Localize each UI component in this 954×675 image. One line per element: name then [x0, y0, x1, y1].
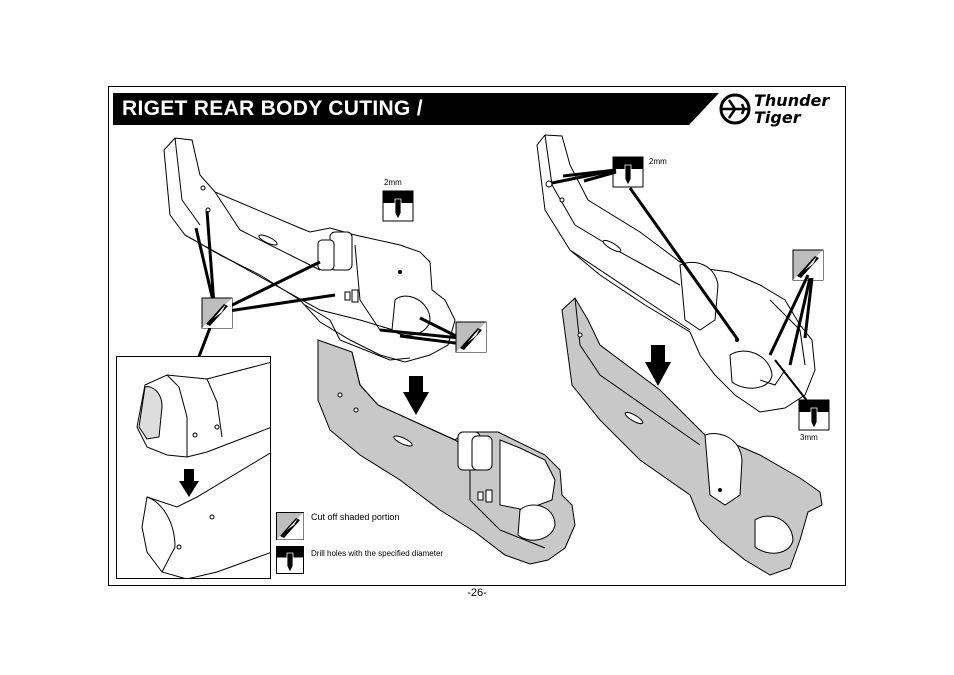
drill-pointer-line-bottom-right — [774, 359, 809, 403]
legend-cut: Cut off shaded portion — [276, 512, 576, 542]
detail-inset — [116, 356, 271, 579]
drill-size-label: 2mm — [649, 157, 667, 166]
legend-drill-label: Drill holes with the specified diameter — [311, 549, 444, 558]
cut-knife-icon — [201, 297, 233, 329]
title-bar-background — [113, 93, 719, 125]
down-arrow-icon — [179, 469, 199, 497]
drill-bit-icon — [798, 399, 830, 431]
title-bar: RIGET REAR BODY CUTING / — [113, 93, 719, 125]
page-title: RIGET REAR BODY CUTING / — [122, 97, 423, 120]
drill-bit-icon — [276, 546, 304, 574]
down-arrow-icon — [403, 376, 429, 415]
jet-in-circle-icon — [719, 93, 751, 125]
logo-line-1: Thunder — [754, 91, 830, 110]
fuselage-center-cut — [317, 339, 576, 565]
legend-drill: Drill holes with the specified diameter — [276, 546, 576, 576]
thunder-tiger-logo: Thunder Tiger — [716, 90, 842, 128]
page-number: -26- — [467, 587, 487, 599]
cut-pointer-lines-right-small — [379, 316, 464, 346]
page-frame — [108, 86, 846, 586]
legend-cut-label: Cut off shaded portion — [311, 512, 400, 522]
inset-drawing — [136, 362, 270, 578]
drill-size-label: 3mm — [800, 433, 818, 442]
cut-knife-icon — [276, 512, 304, 540]
drill-size-label: 2mm — [384, 178, 402, 187]
logo-line-2: Tiger — [754, 108, 801, 127]
down-arrow-icon — [645, 345, 671, 386]
drill-bit-icon — [382, 190, 414, 222]
drill-pointer-lines-right — [551, 168, 740, 341]
fuselage-top-right — [536, 134, 816, 413]
drill-bit-icon — [612, 156, 644, 188]
fuselage-bottom-right-cut — [561, 297, 823, 576]
cut-knife-icon — [455, 321, 487, 353]
cut-pointer-lines-far-right — [768, 274, 814, 366]
